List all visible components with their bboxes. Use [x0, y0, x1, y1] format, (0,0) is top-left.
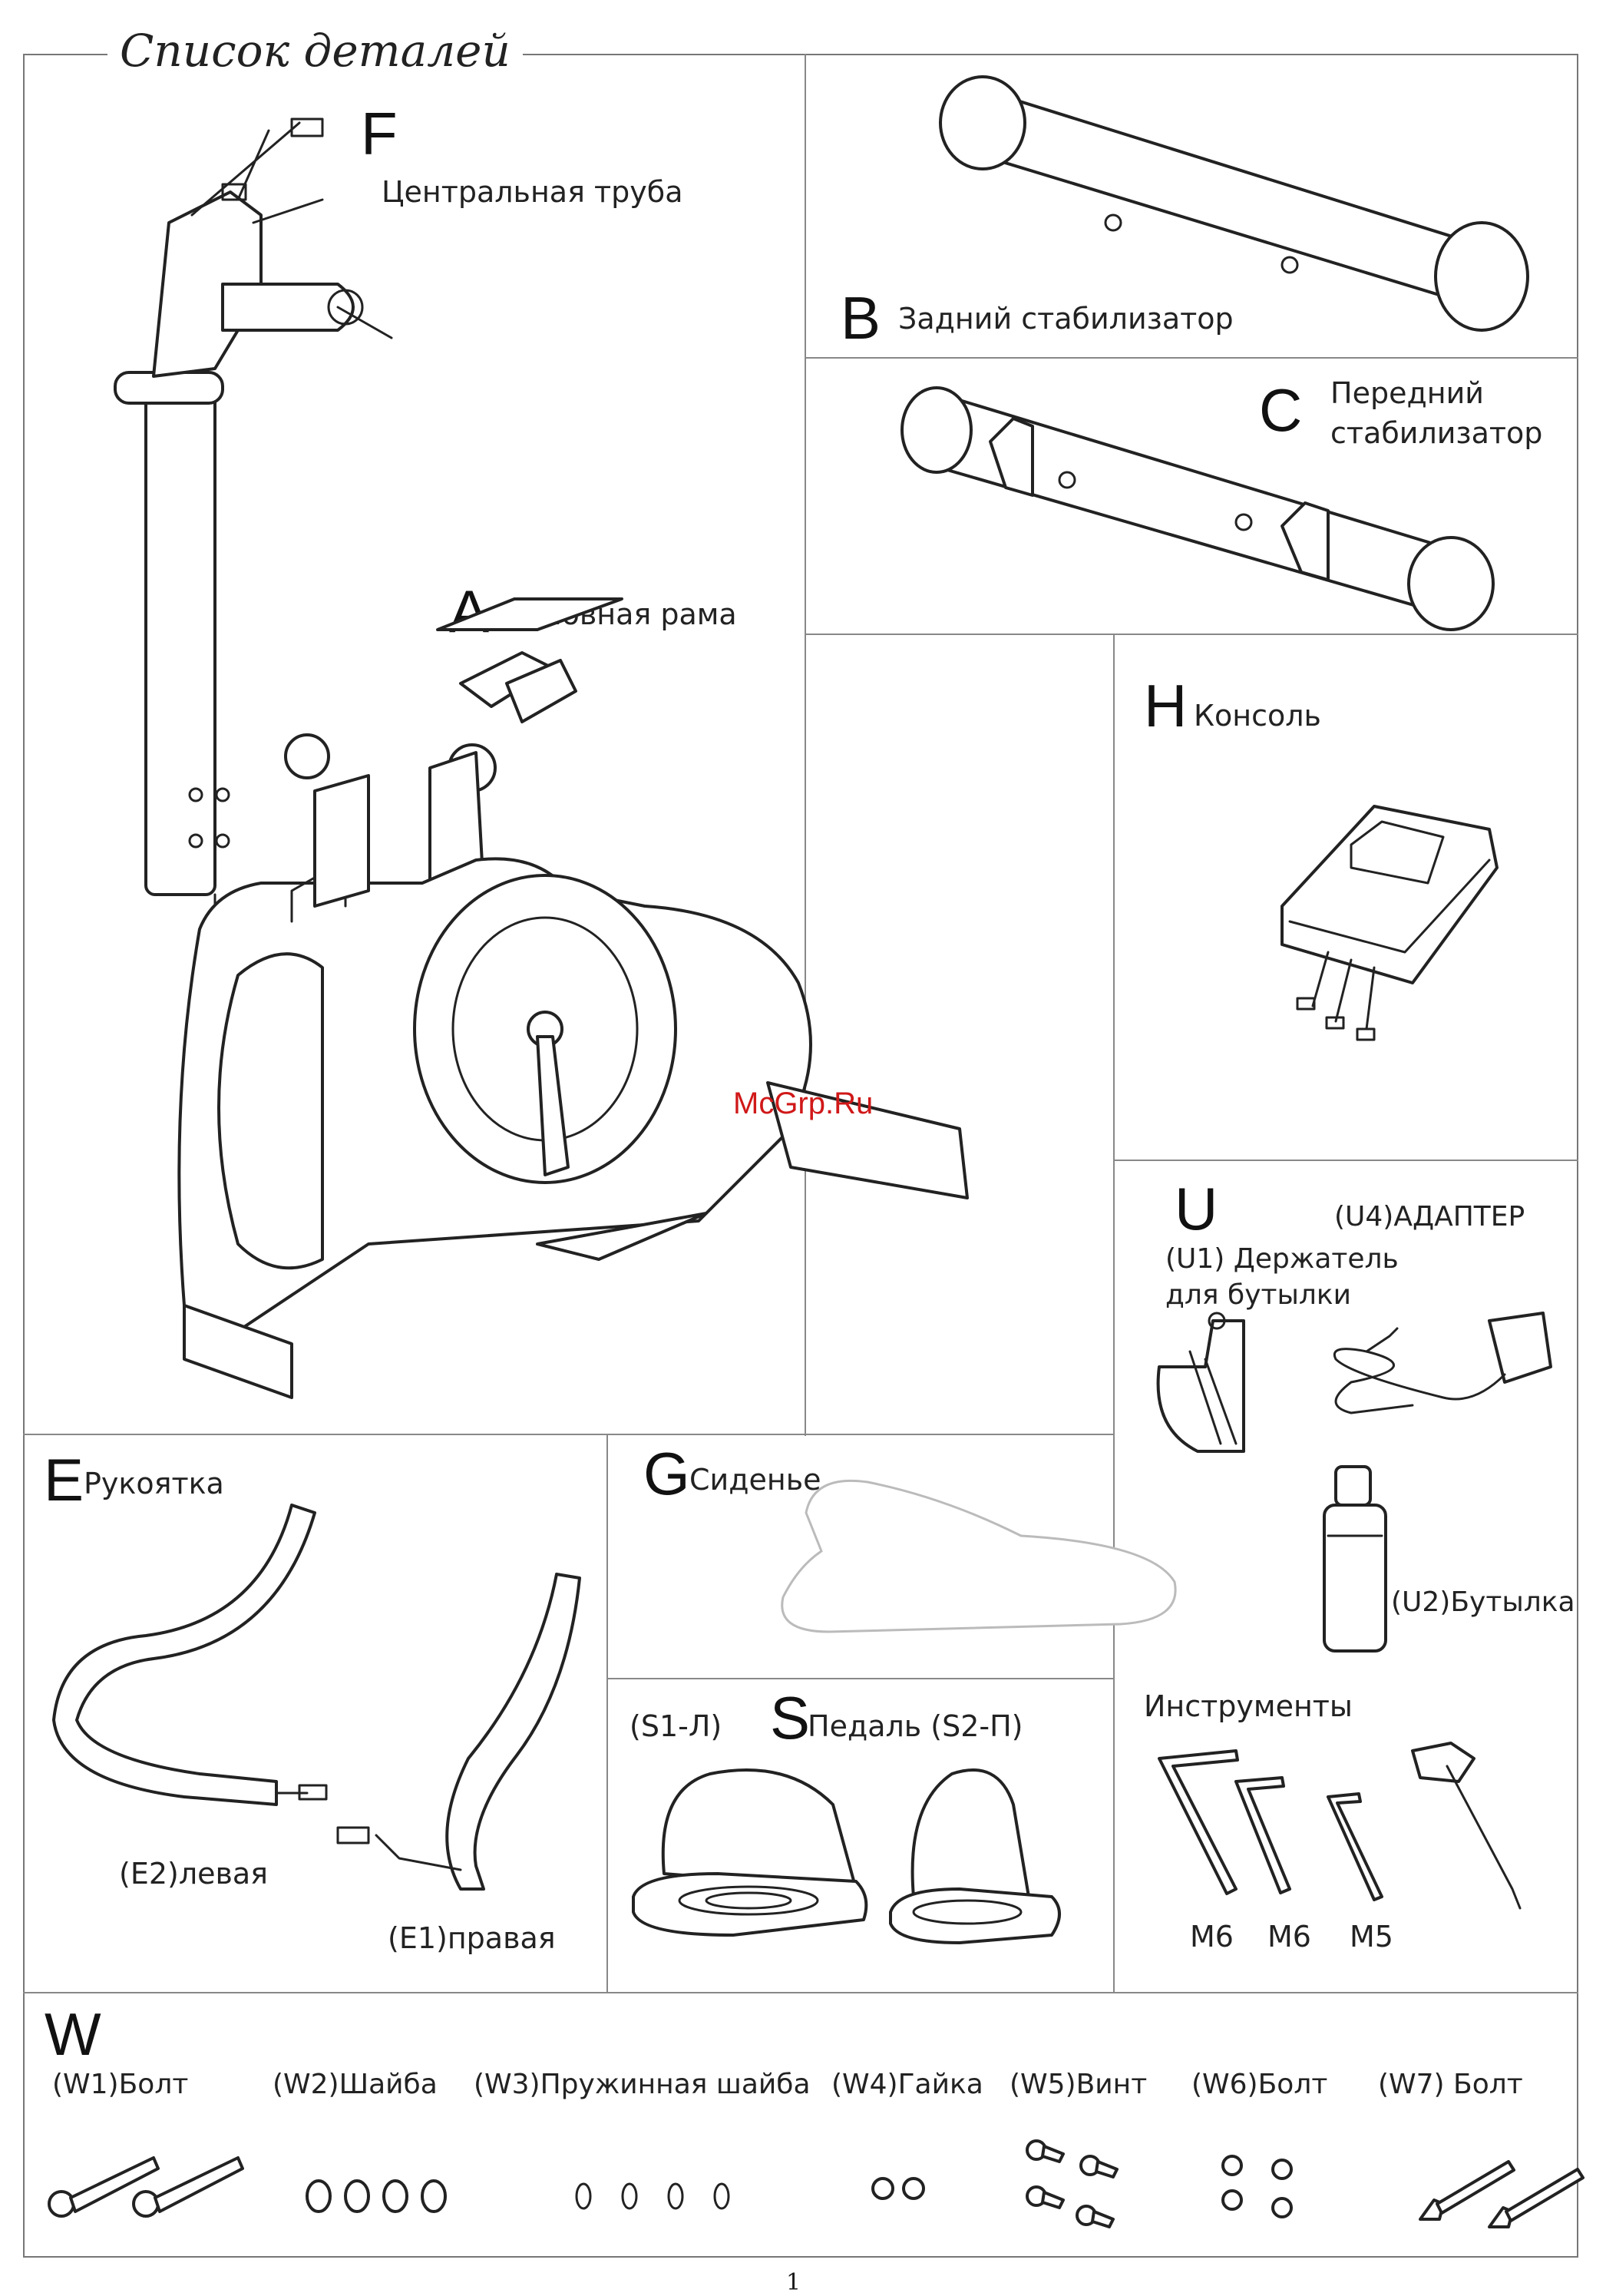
part-name-c-line2: стабилизатор: [1330, 416, 1543, 450]
rear-stabilizer-drawing: [939, 75, 1529, 332]
part-name-u4: (U4)АДАПТЕР: [1334, 1201, 1525, 1232]
part-letter-f: F: [361, 100, 398, 167]
front-stabilizer-drawing: [900, 386, 1495, 631]
hardware-drawings: [48, 2139, 1585, 2228]
divider: [606, 1434, 608, 1993]
hardware-item-w1: (W1)Болт: [52, 2069, 189, 2100]
seat-drawing: [781, 1479, 1177, 1633]
bottle-holder-drawing: [1156, 1312, 1245, 1453]
divider: [23, 1992, 1578, 1993]
part-name-e2: (E2)левая: [119, 1857, 269, 1891]
tool-size: M5: [1350, 1920, 1393, 1954]
hardware-item-w2: (W2)Шайба: [273, 2069, 438, 2100]
part-name-f: Центральная труба: [382, 175, 683, 209]
divider: [1113, 1160, 1578, 1161]
part-letter-e: E: [44, 1446, 84, 1514]
handlebar-left-drawing: [52, 1504, 328, 1806]
page-number: 1: [786, 2269, 801, 2296]
hardware-item-w5: (W5)Винт: [1010, 2069, 1148, 2100]
page-title: Список деталей: [107, 23, 523, 78]
divider: [606, 1678, 1115, 1679]
part-name-g: Сиденье: [689, 1463, 821, 1497]
divider: [805, 54, 806, 1436]
hardware-item-w6: (W6)Болт: [1191, 2069, 1328, 2100]
part-name-b: Задний стабилизатор: [898, 302, 1234, 336]
tools-title: Инструменты: [1144, 1689, 1353, 1723]
allen-keys-drawing: [1158, 1742, 1522, 1910]
hardware-item-w7: (W7) Болт: [1378, 2069, 1523, 2100]
part-name-h: Консоль: [1194, 699, 1321, 733]
part-name-e: Рукоятка: [84, 1467, 224, 1500]
hardware-item-w4: (W4)Гайка: [831, 2069, 983, 2100]
page-frame: [23, 54, 1578, 2258]
part-letter-h: H: [1144, 672, 1188, 739]
main-frame-drawing: [177, 597, 969, 1399]
part-letter-s: S: [770, 1684, 811, 1752]
part-letter-w: W: [45, 2000, 101, 2068]
part-name-u2: (U2)Бутылка: [1391, 1586, 1575, 1618]
part-name-s1: (S1-Л): [630, 1709, 722, 1743]
tool-size: M6: [1190, 1920, 1234, 1954]
tool-size: M6: [1267, 1920, 1311, 1954]
pedal-left-drawing: [632, 1768, 868, 1937]
divider: [805, 634, 1578, 635]
divider: [805, 357, 1578, 359]
part-letter-b: B: [841, 284, 881, 352]
adapter-drawing: [1333, 1312, 1552, 1414]
divider: [23, 1434, 1115, 1435]
handlebar-right-drawing: [336, 1573, 581, 1891]
console-drawing: [1281, 805, 1499, 1041]
part-letter-u: U: [1175, 1175, 1218, 1242]
watermark: McGrp.Ru: [733, 1087, 874, 1120]
part-name-u1-line1: (U1) Держатель: [1165, 1243, 1399, 1275]
hardware-item-w3: (W3)Пружинная шайба: [474, 2069, 811, 2100]
bottle-drawing: [1323, 1465, 1387, 1653]
divider: [1113, 1434, 1115, 1993]
central-tube-drawing: [114, 117, 393, 960]
part-letter-c: C: [1259, 376, 1303, 444]
part-name-e1: (E1)правая: [388, 1921, 556, 1955]
part-name-s: Педаль (S2-П): [808, 1709, 1023, 1743]
part-name-u1-line2: для бутылки: [1165, 1279, 1352, 1311]
part-letter-g: G: [643, 1440, 690, 1507]
pedal-right-drawing: [889, 1768, 1061, 1944]
part-name-c-line1: Передний: [1330, 376, 1484, 410]
divider: [1113, 634, 1115, 1440]
